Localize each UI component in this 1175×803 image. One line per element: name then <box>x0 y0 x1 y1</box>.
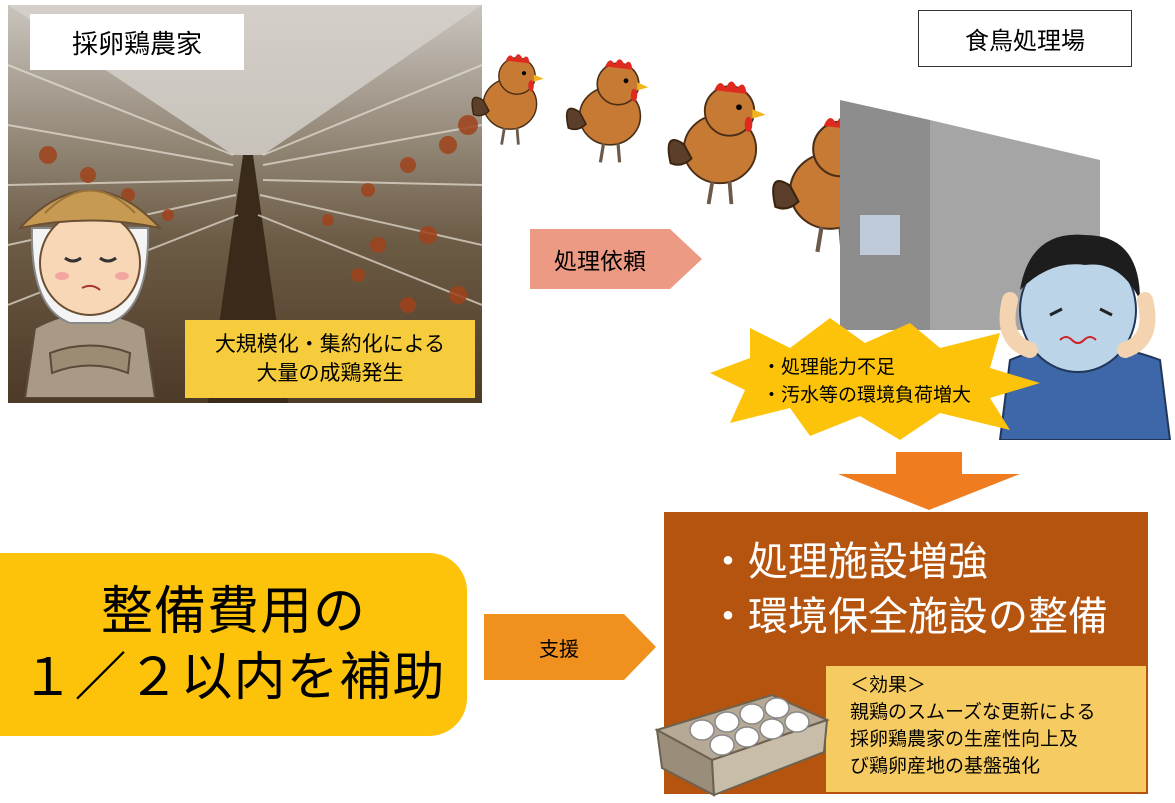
request-arrow <box>530 229 702 289</box>
effect-text: ＜効果＞ 親鶏のスムーズな更新による 採卵鶏農家の生産性向上及 び鶏卵産地の基盤… <box>850 672 1095 780</box>
problem-item-capacity: ・処理能力不足 <box>762 356 896 378</box>
support-arrow <box>484 614 656 680</box>
farm-label: 採卵鶏農家 <box>30 14 244 70</box>
effect-box <box>826 666 1146 792</box>
subsidy-box: 整備費用の １／２以内を補助 <box>0 553 467 736</box>
egg-carton-illustration <box>654 693 830 797</box>
effect-line3: 採卵鶏農家の生産性向上及 <box>850 728 1079 750</box>
down-arrow <box>838 452 1020 510</box>
subsidy-line1: 整備費用の <box>100 581 366 642</box>
subsidy-line2: １／２以内を補助 <box>21 647 446 708</box>
problem-item-environment: ・汚水等の環境負荷増大 <box>762 384 972 406</box>
facility-item-environment: ・環境保全施設の整備 <box>708 594 1108 640</box>
farmer-illustration <box>17 189 163 398</box>
problem-burst <box>710 318 1040 440</box>
processing-plant-label: 食鳥処理場 <box>918 10 1132 67</box>
facility-list: ・処理施設増強 ・環境保全施設の整備 <box>708 535 1108 645</box>
farm-caption-line1: 大規模化・集約化による <box>214 332 446 356</box>
effect-line2: 親鶏のスムーズな更新による <box>850 701 1096 723</box>
problem-list: ・処理能力不足 ・汚水等の環境負荷増大 <box>762 353 971 409</box>
farm-caption: 大規模化・集約化による 大量の成鶏発生 <box>185 320 475 398</box>
effect-heading: ＜効果＞ <box>850 674 927 696</box>
effect-line4: び鶏卵産地の基盤強化 <box>850 755 1041 777</box>
facility-item-processing: ・処理施設増強 <box>708 539 988 585</box>
farm-caption-line2: 大量の成鶏発生 <box>256 361 404 385</box>
request-arrow-label: 処理依頼 <box>554 249 646 275</box>
support-arrow-label: 支援 <box>539 636 579 661</box>
worried-worker-illustration <box>998 234 1172 440</box>
